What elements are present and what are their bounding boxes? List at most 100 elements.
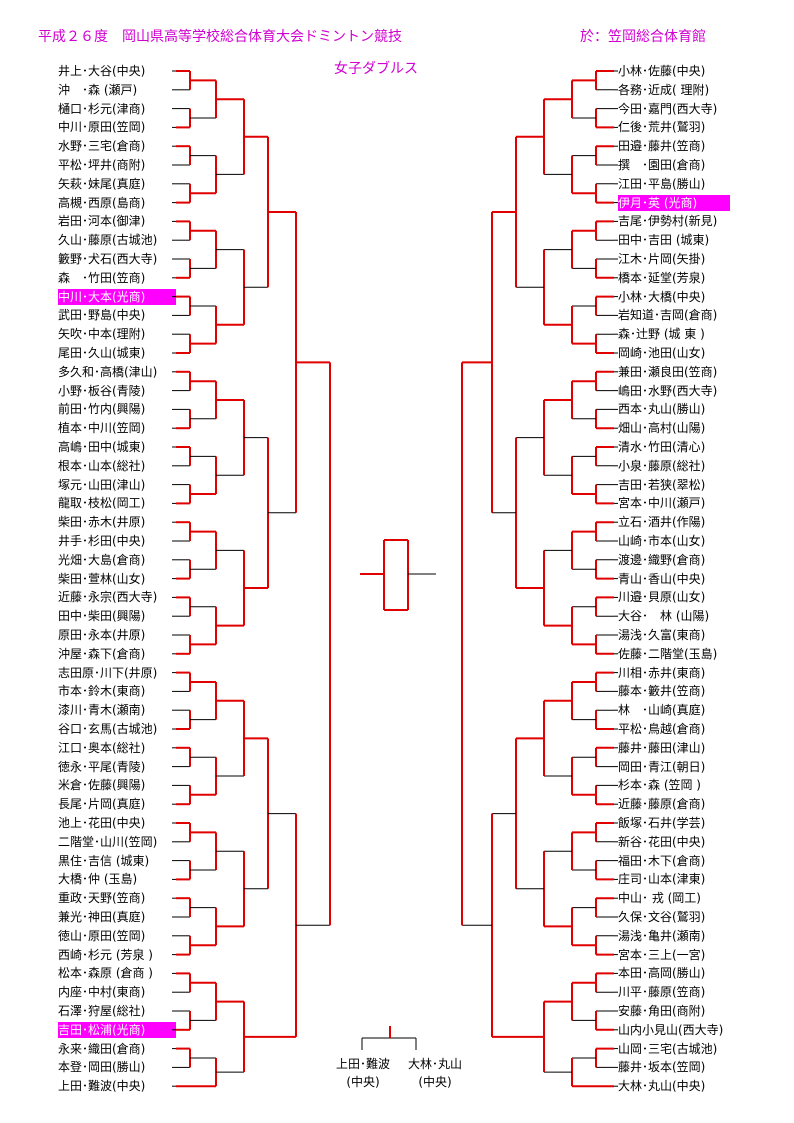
left-player-9: 岩田･河本(御津) — [58, 214, 146, 229]
left-player-17: 多久和･高橋(津山) — [58, 364, 158, 379]
left-player-23: 塚元･山田(津山) — [58, 477, 146, 492]
left-player-50: 内座･中村(東商) — [58, 985, 146, 1000]
right-player-33: 川相･赤井(東商) — [618, 665, 706, 680]
right-player-6: 撰 ･園田(倉商) — [618, 158, 706, 172]
left-player-33: 志田原･川下(井原) — [58, 665, 158, 680]
left-player-13: 中川･大本(光商) — [58, 288, 176, 305]
left-player-43: 黒住･吉信 (城東) — [58, 853, 150, 868]
left-player-54: 本登･岡田(勝山) — [58, 1060, 146, 1075]
right-player-23: 吉田･若狭(翠松) — [618, 477, 706, 492]
final-left-school: (中央) — [346, 1075, 380, 1089]
right-player-35: 林 ･山崎(真庭) — [618, 703, 706, 718]
right-player-18: 嶋田･水野(西大寺) — [618, 383, 718, 398]
right-player-54: 藤井･坂本(笠岡) — [618, 1060, 706, 1075]
right-player-51: 安藤･角田(商附) — [618, 1004, 706, 1018]
right-player-11: 江木･片岡(矢掛) — [618, 252, 706, 266]
left-player-36: 谷口･玄馬(古城池) — [58, 722, 158, 736]
right-player-55: 大林･丸山(中央) — [618, 1079, 706, 1094]
right-player-29: 川邉･貝原(山女) — [618, 590, 706, 605]
left-player-32: 沖屋･森下(倉商) — [58, 646, 146, 661]
right-player-7: 江田･平島(勝山) — [618, 176, 706, 191]
right-player-28: 青山･香山(中央) — [618, 571, 706, 586]
left-player-25: 柴田･赤木(井原) — [58, 515, 146, 530]
left-player-1: 井上･大谷(中央) — [58, 64, 146, 78]
event-name: 女子ダブルス — [334, 61, 418, 77]
right-player-5: 田邉･藤井(笠商) — [618, 139, 706, 154]
right-player-1: 小林･佐藤(中央) — [618, 64, 706, 78]
right-player-38: 岡田･青江(朝日) — [618, 759, 706, 774]
left-player-45: 重政･天野(笠商) — [58, 891, 146, 906]
left-player-41: 池上･花田(中央) — [58, 816, 146, 830]
left-player-44: 大橋･仲 (玉島) — [58, 872, 138, 887]
right-player-13: 小林･大橋(中央) — [618, 289, 706, 304]
left-player-55: 上田･難波(中央) — [58, 1079, 146, 1094]
right-player-16: 岡崎･池田(山女) — [618, 346, 706, 360]
right-player-10: 田中･吉田 (城東) — [618, 233, 710, 248]
left-player-4: 中川･原田(笠岡) — [58, 120, 146, 135]
right-player-14: 岩知道･吉岡(倉商) — [618, 308, 718, 323]
right-player-46: 久保･文谷(鷲羽) — [618, 910, 706, 924]
left-player-51: 石澤･狩屋(総社) — [58, 1004, 146, 1018]
left-player-2: 沖 ･森 (瀬戸) — [58, 82, 138, 97]
right-player-40: 近藤･藤原(倉商) — [618, 797, 706, 812]
left-player-49: 松本･森原 (倉商 ) — [58, 966, 153, 981]
left-player-12: 森 ･竹田(笠商) — [58, 270, 146, 285]
left-player-24: 龍取･枝松(岡工) — [58, 496, 146, 511]
left-player-29: 近藤･永宗(西大寺) — [58, 590, 158, 605]
final-right-name: 大林･丸山 — [407, 1057, 462, 1071]
right-player-21: 清水･竹田(清心) — [618, 440, 706, 454]
venue-label: 於：笠岡総合体育館 — [580, 29, 706, 45]
right-player-50: 川平･藤原(笠商) — [618, 985, 706, 1000]
left-player-27: 光畑･大島(倉商) — [58, 552, 146, 567]
right-player-3: 今田･嘉門(西大寺) — [618, 101, 718, 116]
right-player-20: 畑山･高村(山陽) — [618, 421, 706, 436]
right-player-34: 藤本･籔井(笠商) — [618, 684, 706, 699]
left-player-39: 米倉･佐藤(興陽) — [58, 778, 146, 793]
right-player-43: 福田･木下(倉商) — [618, 853, 706, 868]
right-player-52: 山内小見山(西大寺) — [618, 1022, 724, 1037]
left-player-3: 樋口･杉元(津商) — [58, 101, 146, 116]
left-player-37: 江口･奥本(総社) — [58, 740, 146, 755]
right-player-48: 宮本･三上(一宮) — [618, 947, 706, 962]
right-player-30: 大谷･ 林 (山陽) — [618, 609, 710, 624]
left-player-38: 徳永･平尾(青陵) — [58, 759, 146, 774]
right-player-45: 中山･ 戎 (岡工) — [618, 891, 701, 906]
right-player-8: 伊月･英 (光商) — [618, 194, 730, 211]
left-player-26: 井手･杉田(中央) — [58, 534, 146, 548]
tournament-title: 平成２６度 岡山県高等学校総合体育大会ドミントン競技 — [38, 29, 402, 45]
right-player-36: 平松･鳥越(倉商) — [618, 722, 706, 736]
left-player-30: 田中･柴田(興陽) — [58, 609, 146, 624]
right-player-27: 渡邊･織野(倉商) — [618, 552, 706, 567]
right-player-41: 飯塚･石井(学芸) — [618, 816, 706, 830]
left-player-11: 籔野･犬石(西大寺) — [58, 252, 158, 266]
right-player-39: 杉本･森 (笠岡 ) — [618, 778, 701, 793]
final-right-school: (中央) — [418, 1075, 452, 1089]
right-player-49: 本田･高岡(勝山) — [618, 966, 706, 981]
right-player-4: 仁後･荒井(鷲羽) — [618, 120, 706, 135]
right-player-44: 庄司･山本(津東) — [618, 872, 706, 887]
left-player-35: 漆川･青木(瀬南) — [58, 703, 146, 718]
left-player-7: 矢萩･妹尾(真庭) — [58, 176, 146, 191]
right-player-25: 立石･酒井(作陽) — [618, 515, 706, 530]
left-player-34: 市本･鈴木(東商) — [58, 684, 146, 699]
right-player-12: 橋本･延堂(芳泉) — [618, 270, 706, 285]
right-player-24: 宮本･中川(瀬戸) — [618, 496, 706, 511]
left-player-8: 高槻･西原(島商) — [58, 195, 146, 210]
right-player-22: 小泉･藤原(総社) — [618, 458, 706, 473]
right-player-37: 藤井･藤田(津山) — [618, 740, 706, 755]
right-player-53: 山岡･三宅(古城池) — [618, 1041, 718, 1056]
right-player-9: 吉尾･伊勢村(新見) — [618, 214, 718, 229]
left-player-31: 原田･永本(井原) — [58, 628, 146, 642]
left-player-19: 前田･竹内(興陽) — [58, 402, 146, 417]
left-player-40: 長尾･片岡(真庭) — [58, 797, 146, 812]
left-player-6: 平松･坪井(商附) — [58, 158, 146, 172]
right-player-15: 森･辻野 (城 東 ) — [618, 327, 705, 342]
left-player-15: 矢吹･中本(理附) — [58, 327, 146, 342]
right-player-26: 山崎･市本(山女) — [618, 534, 706, 548]
left-player-20: 植本･中川(笠岡) — [58, 421, 146, 436]
final-right-team: 大林･丸山 (中央) — [400, 1055, 470, 1091]
left-player-48: 西崎･杉元 (芳泉 ) — [58, 947, 153, 962]
right-player-2: 各務･近成( 理附) — [618, 82, 710, 97]
left-player-47: 徳山･原田(笠岡) — [58, 928, 146, 943]
